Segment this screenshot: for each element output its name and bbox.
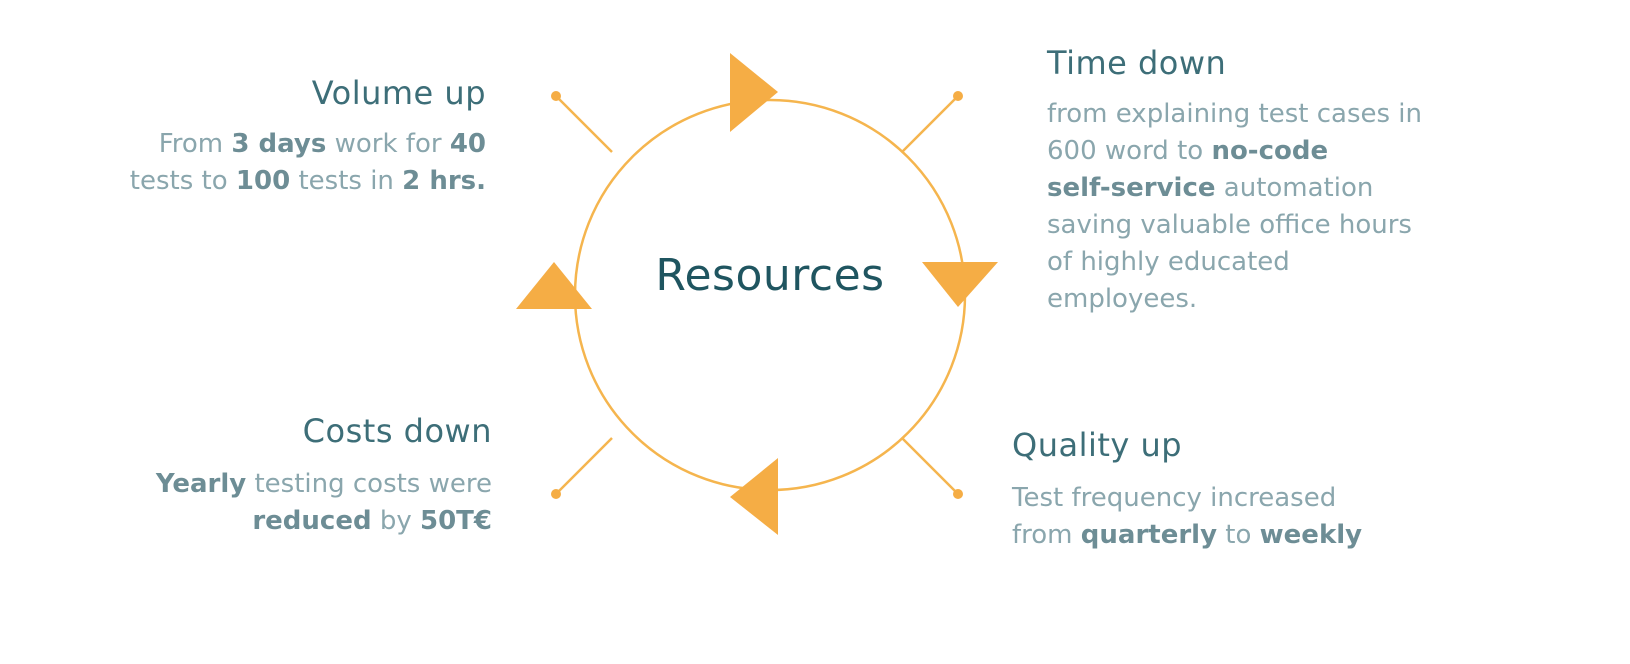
- text-run: testing costs were: [246, 469, 492, 499]
- block-quality-text: Test frequency increased from quarterly t…: [1012, 480, 1432, 554]
- connector-time: [901, 95, 959, 153]
- block-quality: Quality up Test frequency increased from …: [1012, 426, 1432, 554]
- text-run: work for: [326, 129, 450, 159]
- text-emphasis: 2 hrs.: [402, 166, 486, 196]
- block-time: Time down from explaining test cases in 6…: [1047, 44, 1467, 318]
- text-run: employees.: [1047, 284, 1198, 314]
- block-costs-title: Costs down: [302, 412, 492, 450]
- text-emphasis: 100: [235, 166, 291, 196]
- block-volume-text: From 3 days work for 40 tests to 100 test…: [110, 126, 486, 200]
- text-run: to: [1217, 520, 1260, 550]
- center-label: Resources: [655, 250, 885, 301]
- block-quality-title: Quality up: [1012, 426, 1183, 464]
- text-run: Test frequency increased: [1012, 483, 1337, 513]
- connector-volume: [555, 95, 613, 153]
- arrow-up-left: [516, 262, 592, 309]
- text-emphasis: quarterly: [1080, 520, 1218, 550]
- text-emphasis: Yearly: [155, 469, 247, 499]
- text-run: of highly educated: [1047, 247, 1290, 277]
- text-emphasis: 50T€: [419, 506, 492, 536]
- block-costs-text: Yearly testing costs were reduced by 50T€: [110, 466, 492, 540]
- text-run: automation: [1215, 173, 1374, 203]
- arrow-right-top: [730, 53, 778, 132]
- connector-dot-quality: [953, 489, 963, 499]
- text-emphasis: weekly: [1259, 520, 1363, 550]
- connector-costs: [555, 437, 613, 495]
- block-volume: Volume up From 3 days work for 40 tests t…: [110, 74, 486, 200]
- text-run: saving valuable office hours: [1047, 210, 1412, 240]
- text-run: tests in: [290, 166, 403, 196]
- text-emphasis: 40: [449, 129, 486, 159]
- block-volume-title: Volume up: [311, 74, 486, 112]
- connector-dot-costs: [551, 489, 561, 499]
- text-run: tests to: [129, 166, 236, 196]
- text-emphasis: no-code: [1211, 136, 1329, 166]
- arrow-down-right: [922, 262, 998, 307]
- connector-quality: [901, 437, 959, 495]
- text-emphasis: self-service: [1047, 173, 1216, 203]
- block-time-title: Time down: [1047, 44, 1227, 82]
- text-run: 600 word to: [1047, 136, 1212, 166]
- connector-dot-time: [953, 91, 963, 101]
- text-emphasis: 3 days: [231, 129, 327, 159]
- text-run: by: [371, 506, 420, 536]
- text-run: from: [1012, 520, 1081, 550]
- text-run: From: [158, 129, 232, 159]
- arrow-left-bottom: [730, 458, 778, 535]
- block-time-text: from explaining test cases in 600 word to…: [1047, 96, 1467, 318]
- connector-dot-volume: [551, 91, 561, 101]
- text-emphasis: reduced: [252, 506, 372, 536]
- block-costs: Costs down Yearly testing costs were redu…: [110, 412, 492, 540]
- text-run: from explaining test cases in: [1047, 99, 1423, 129]
